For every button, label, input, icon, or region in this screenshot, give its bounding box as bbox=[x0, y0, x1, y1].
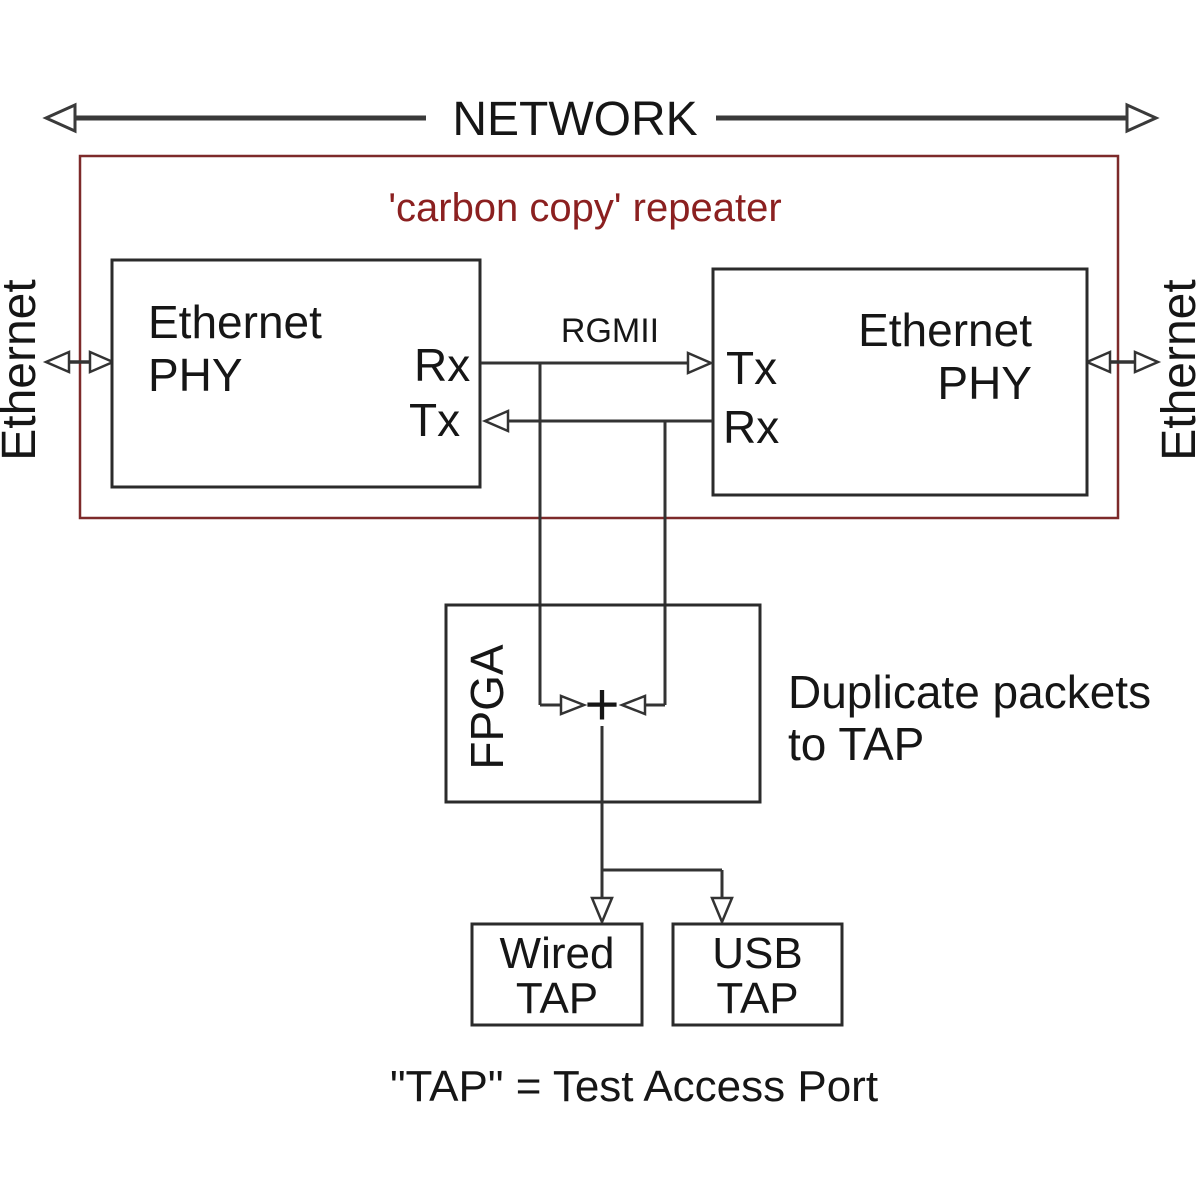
network-label: NETWORK bbox=[452, 93, 698, 146]
duplicate-note: Duplicate packets to TAP bbox=[788, 666, 1151, 770]
network-arrowhead-right bbox=[1125, 102, 1160, 134]
rgmii-rx-to-tx-return-line bbox=[481, 409, 713, 433]
caption: "TAP" = Test Access Port bbox=[389, 1062, 879, 1111]
ethernet-left-label: Ethernet bbox=[0, 279, 46, 461]
usb-tap-arrowhead bbox=[710, 896, 734, 926]
ethernet-right-arrow bbox=[1083, 350, 1162, 374]
sum-feed-right bbox=[618, 694, 665, 716]
phy-right-name-line1: Ethernet bbox=[858, 304, 1032, 356]
wired-tap-line1: Wired bbox=[499, 929, 615, 978]
rgmii-rx-to-tx-line bbox=[481, 351, 715, 375]
phy-left-name-line2: PHY bbox=[148, 349, 243, 401]
duplicate-note-line2: to TAP bbox=[788, 718, 925, 770]
sum-junction: + bbox=[584, 671, 620, 738]
ethernet-right-label: Ethernet bbox=[1153, 279, 1200, 461]
usb-tap-line1: USB bbox=[712, 929, 803, 978]
phy-left-port-rx: Rx bbox=[414, 339, 471, 391]
repeater-box bbox=[78, 154, 1120, 520]
phy-left-name-line1: Ethernet bbox=[148, 296, 322, 348]
phy-right-box bbox=[711, 267, 1089, 497]
usb-tap-box bbox=[671, 922, 844, 1027]
repeater-label: 'carbon copy' repeater bbox=[388, 186, 782, 230]
phy-left-name: Ethernet PHY bbox=[148, 296, 322, 402]
sum-feed-left bbox=[540, 694, 588, 716]
network-arrow bbox=[42, 102, 1160, 134]
rgmii-label: RGMII bbox=[560, 312, 660, 350]
wired-tap-label: Wired TAP bbox=[472, 931, 642, 1021]
duplicate-note-line1: Duplicate packets bbox=[788, 666, 1152, 718]
usb-tap-label: USB TAP bbox=[673, 931, 842, 1021]
phy-right-name-line2: PHY bbox=[937, 357, 1032, 409]
wired-tap-line2: TAP bbox=[515, 974, 599, 1023]
wired-tap-box bbox=[470, 922, 644, 1027]
tap-output-lines bbox=[590, 726, 734, 926]
ethernet-left-arrow bbox=[42, 350, 117, 374]
network-arrowhead-left bbox=[42, 102, 77, 134]
wired-tap-arrowhead bbox=[590, 896, 614, 926]
phy-left-box bbox=[110, 258, 482, 489]
phy-right-name: Ethernet PHY bbox=[790, 304, 1032, 410]
phy-right-port-tx: Tx bbox=[726, 342, 778, 394]
fpga-label: FPGA bbox=[461, 644, 513, 770]
usb-tap-line2: TAP bbox=[716, 974, 799, 1023]
phy-left-port-tx: Tx bbox=[409, 394, 461, 446]
phy-right-port-rx: Rx bbox=[723, 401, 780, 453]
